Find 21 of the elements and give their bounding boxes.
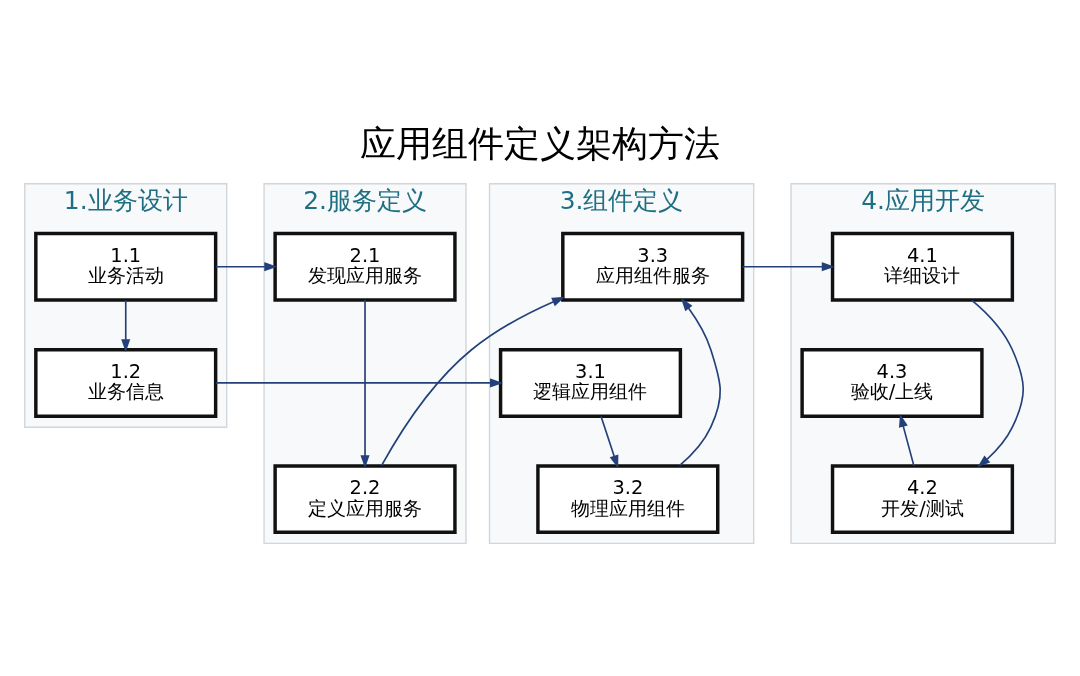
node-box: 3.1 逻辑应用组件 bbox=[498, 348, 683, 418]
node-box: 2.1 发现应用服务 bbox=[273, 231, 457, 302]
arrow bbox=[121, 299, 131, 353]
node-box: 1.1 业务活动 bbox=[34, 231, 218, 302]
node-box: 4.2 开发/测试 bbox=[830, 464, 1015, 535]
arrow bbox=[360, 299, 370, 469]
node-box: 2.2 定义应用服务 bbox=[273, 464, 457, 535]
node-box: 3.3 应用组件服务 bbox=[561, 231, 745, 302]
arrow bbox=[898, 414, 915, 467]
arrow bbox=[215, 378, 504, 388]
arrow bbox=[215, 262, 278, 272]
arrow bbox=[678, 298, 721, 467]
arrow bbox=[380, 296, 565, 467]
node-box: 1.2 业务信息 bbox=[34, 348, 218, 418]
node-box: 4.3 验收/上线 bbox=[800, 348, 984, 418]
diagram-title: 应用组件定义架构方法 bbox=[360, 122, 720, 164]
arrow bbox=[742, 262, 835, 272]
arrow bbox=[971, 299, 1025, 468]
arrow bbox=[600, 415, 619, 469]
node-box: 3.2 物理应用组件 bbox=[536, 464, 720, 535]
node-box: 4.1 详细设计 bbox=[830, 231, 1015, 302]
